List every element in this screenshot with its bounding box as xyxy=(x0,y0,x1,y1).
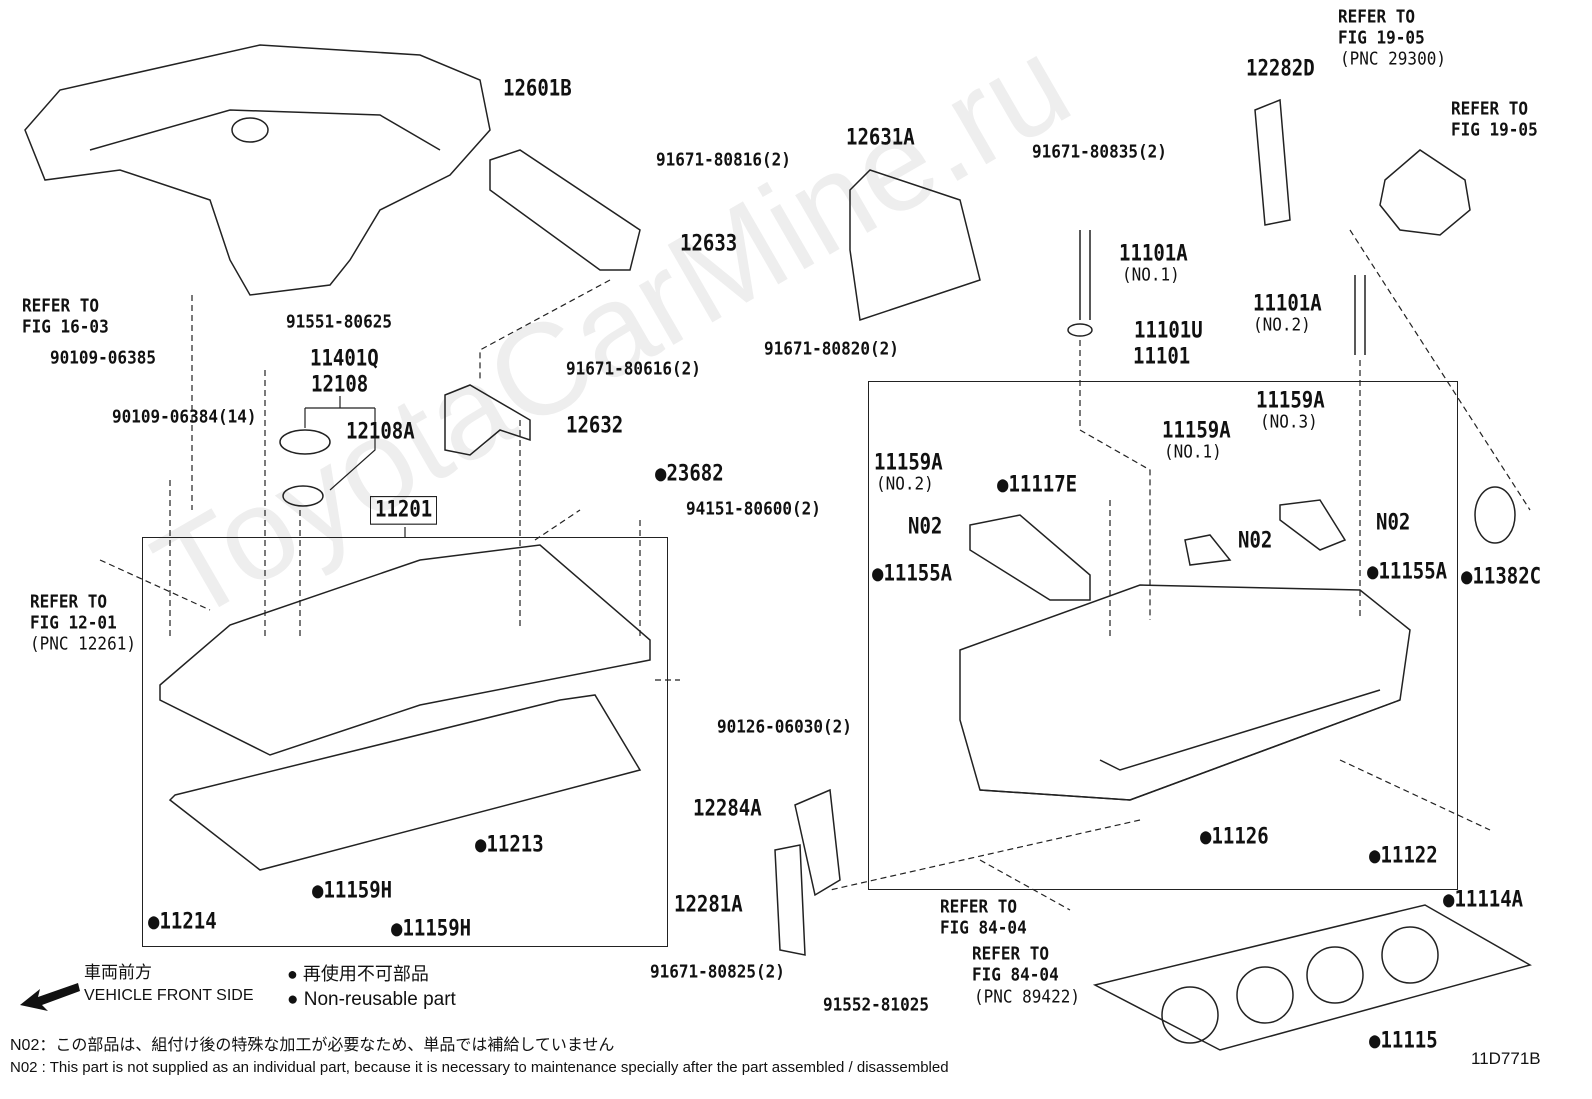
label-11213[interactable]: ●11213 xyxy=(475,831,544,857)
label-11159a-no3-note: (NO.3) xyxy=(1260,410,1318,432)
refer-fig-16-03[interactable]: FIG 16-03 xyxy=(22,315,109,337)
note-n02-en: N02 : This part is not supplied as an in… xyxy=(10,1059,949,1076)
label-12633[interactable]: 12633 xyxy=(680,230,738,256)
label-11117e[interactable]: ●11117E xyxy=(997,471,1078,497)
bracket-12632 xyxy=(444,384,531,456)
figure-code: 11D771B xyxy=(1471,1049,1541,1068)
label-91671-80835[interactable]: 91671-80835(2) xyxy=(1032,140,1167,162)
bearing-cap-no1 xyxy=(1184,534,1232,566)
label-11382c[interactable]: ●11382C xyxy=(1461,563,1542,589)
vehicle-front-label-en: VEHICLE FRONT SIDE xyxy=(84,987,254,1004)
label-11159a-no2-note: (NO.2) xyxy=(876,472,934,494)
vehicle-front-arrow-icon xyxy=(20,983,80,1011)
label-11101a-no2[interactable]: 11101A xyxy=(1253,290,1322,316)
label-12108a[interactable]: 12108A xyxy=(346,418,415,444)
bracket-12631a xyxy=(849,169,981,321)
refer-fig-19-05-2[interactable]: FIG 19-05 xyxy=(1451,118,1538,140)
label-n02[interactable]: N02 xyxy=(1238,527,1273,553)
bearing-cap-no3 xyxy=(1279,499,1347,551)
label-90109-06385[interactable]: 90109-06385 xyxy=(50,346,156,368)
refer-fig-12-01[interactable]: FIG 12-01 xyxy=(30,611,117,633)
cylinder-head-assembly-box xyxy=(868,381,1458,890)
label-11214[interactable]: ●11214 xyxy=(148,908,217,934)
refer-fig-19-05[interactable]: FIG 19-05 xyxy=(1338,26,1425,48)
non-reusable-legend-en: ● Non-reusable part xyxy=(287,989,456,1010)
hook-12284a xyxy=(794,788,841,897)
label-12108[interactable]: 12108 xyxy=(311,371,369,397)
hook-12281a xyxy=(774,844,806,956)
label-91671-80616[interactable]: 91671-80616(2) xyxy=(566,357,701,379)
note-n02-jp: N02：この部品は、組付け後の特殊な加工が必要なため、単品では補給していません xyxy=(10,1037,615,1054)
label-91671-80816[interactable]: 91671-80816(2) xyxy=(656,148,791,170)
engine-cover xyxy=(24,44,491,296)
oil-seal-11382c xyxy=(1474,486,1516,544)
refer-fig-19-05-2[interactable]: REFER TO xyxy=(1451,97,1529,119)
label-n02[interactable]: N02 xyxy=(908,513,943,539)
hook-12282d xyxy=(1254,98,1291,226)
bracket-12633 xyxy=(489,149,641,271)
label-90126-06030[interactable]: 90126-06030(2) xyxy=(717,715,852,737)
refer-fig-84-04-2[interactable]: FIG 84-04 xyxy=(972,963,1059,985)
label-n02[interactable]: N02 xyxy=(1376,509,1411,535)
label-91552-81025[interactable]: 91552-81025 xyxy=(823,993,929,1015)
label-11101[interactable]: 11101 xyxy=(1133,343,1191,369)
refer-fig-84-04[interactable]: FIG 84-04 xyxy=(940,916,1027,938)
label-12282d[interactable]: 12282D xyxy=(1246,55,1315,81)
bearing-cap-no2 xyxy=(969,514,1091,601)
label-23682[interactable]: ●23682 xyxy=(655,460,724,486)
label-11115[interactable]: ●11115 xyxy=(1369,1027,1438,1053)
refer-fig-12-01-pnc: (PNC 12261) xyxy=(30,632,136,654)
label-91671-80820[interactable]: 91671-80820(2) xyxy=(764,337,899,359)
label-11159a-no3[interactable]: 11159A xyxy=(1256,387,1325,413)
label-11159a-no2[interactable]: 11159A xyxy=(874,449,943,475)
label-11155a[interactable]: ●11155A xyxy=(872,560,953,586)
refer-fig-19-05[interactable]: REFER TO xyxy=(1338,5,1416,27)
label-91671-80825[interactable]: 91671-80825(2) xyxy=(650,960,785,982)
label-11155a[interactable]: ●11155A xyxy=(1367,558,1448,584)
refer-fig-84-04-2[interactable]: REFER TO xyxy=(972,942,1050,964)
label-11159a-no1-note: (NO.1) xyxy=(1164,440,1222,462)
vehicle-front-label-jp: 車両前方 xyxy=(84,963,152,982)
label-11101a-no2-note: (NO.2) xyxy=(1253,313,1311,335)
label-91551-80625[interactable]: 91551-80625 xyxy=(286,310,392,332)
label-11101a-no1[interactable]: 11101A xyxy=(1119,240,1188,266)
label-94151-80600[interactable]: 94151-80600(2) xyxy=(686,497,821,519)
label-11401q[interactable]: 11401Q xyxy=(310,345,379,371)
refer-fig-84-04[interactable]: REFER TO xyxy=(940,895,1018,917)
label-12284a[interactable]: 12284A xyxy=(693,795,762,821)
label-11159a-no1[interactable]: 11159A xyxy=(1162,417,1231,443)
label-11159h[interactable]: ●11159H xyxy=(391,915,472,941)
vacuum-pump xyxy=(1379,149,1471,236)
label-11101u[interactable]: 11101U xyxy=(1134,317,1203,343)
valve-cover-assembly-box xyxy=(142,537,668,947)
label-11126[interactable]: ●11126 xyxy=(1200,823,1269,849)
label-11201[interactable]: 11201 xyxy=(370,496,438,525)
label-12281a[interactable]: 12281A xyxy=(674,891,743,917)
cover-gasket xyxy=(168,694,642,871)
label-12631a[interactable]: 12631A xyxy=(846,124,915,150)
label-11122[interactable]: ●11122 xyxy=(1369,842,1438,868)
label-11114a[interactable]: ●11114A xyxy=(1443,886,1524,912)
valve-cover xyxy=(159,544,651,756)
label-11101a-no1-note: (NO.1) xyxy=(1122,263,1180,285)
refer-fig-12-01[interactable]: REFER TO xyxy=(30,590,108,612)
non-reusable-legend-jp: ● 再使用不可部品 xyxy=(287,964,429,984)
cylinder-head-gasket xyxy=(1092,904,1532,1051)
refer-fig-84-04-pnc: (PNC 89422) xyxy=(974,985,1080,1007)
refer-fig-16-03[interactable]: REFER TO xyxy=(22,294,100,316)
label-12601b[interactable]: 12601B xyxy=(503,75,572,101)
label-12632[interactable]: 12632 xyxy=(566,412,624,438)
refer-fig-19-05-pnc: (PNC 29300) xyxy=(1340,47,1446,69)
label-90109-06384[interactable]: 90109-06384(14) xyxy=(112,405,257,427)
label-11159h[interactable]: ●11159H xyxy=(312,877,393,903)
